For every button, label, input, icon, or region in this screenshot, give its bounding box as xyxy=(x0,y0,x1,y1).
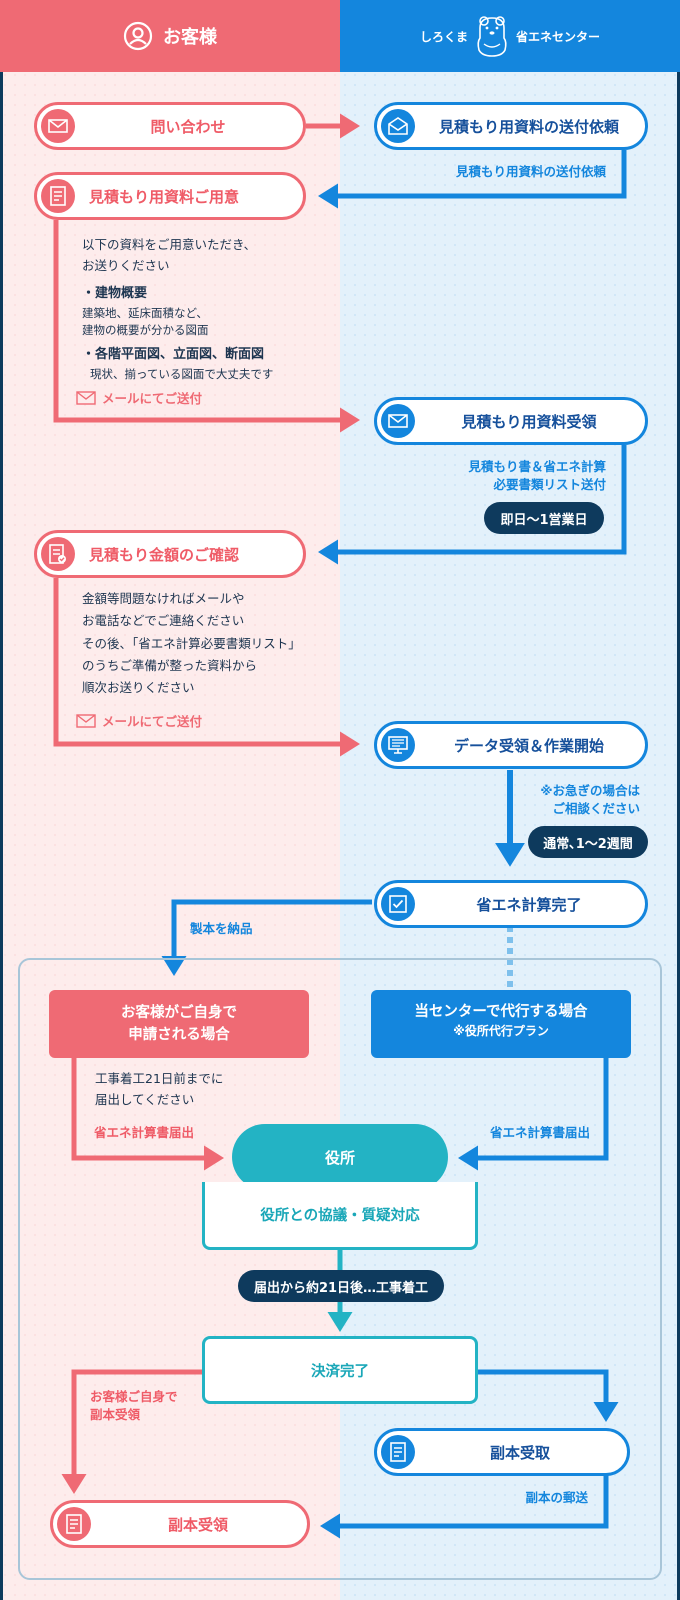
document-icon xyxy=(381,1435,415,1469)
self-apply-box: お客様がご自身で 申請される場合 xyxy=(49,990,309,1058)
self-apply-line2: 申請される場合 xyxy=(128,1026,230,1043)
prepare-intro-2: お送りください xyxy=(82,258,170,274)
open-mail-icon xyxy=(381,109,415,143)
center-apply-box: 当センターで代行する場合 ※役所代行プラン xyxy=(371,990,631,1058)
work-note: ※お急ぎの場合は ご相談ください xyxy=(500,782,640,818)
center-copy-arrow xyxy=(476,1369,619,1422)
office-node: 役所 xyxy=(232,1124,448,1190)
send-docs-arrow xyxy=(53,220,360,433)
center-submit-arrow xyxy=(458,1058,609,1171)
center-submit-label: 省エネ計算書届出 xyxy=(489,1125,590,1140)
quote-arrow xyxy=(318,445,627,565)
confirm-note-line2: お電話などでご連絡ください xyxy=(82,613,245,629)
receive-docs-step: 見積もり用資料受領 xyxy=(374,397,648,445)
prepare-item1-title: ・建物概要 xyxy=(82,285,148,301)
prepare-docs-note: 以下の資料をご用意いただき、 お送りください ・建物概要 建築地、延床面積など、… xyxy=(82,234,273,384)
self-apply-note2: 届出してください xyxy=(95,1092,195,1108)
right-border xyxy=(677,0,680,1600)
self-submit-label: 省エネ計算書届出 xyxy=(94,1125,195,1140)
center-apply-line1: 当センターで代行する場合 xyxy=(414,1004,588,1020)
calc-done-step: 省エネ計算完了 xyxy=(374,880,648,928)
receive-timing-badge: 即日〜1営業日 xyxy=(484,502,604,534)
mail-copy-label: 副本の郵送 xyxy=(525,1490,588,1505)
prepare-item1-line1: 建築地、延床面積など、 xyxy=(82,305,208,320)
confirm-price-step: 見積もり金額のご確認 xyxy=(34,530,306,578)
document-check-icon xyxy=(41,537,75,571)
self-copy-arrow xyxy=(61,1369,204,1494)
deliver-label: 製本を納品 xyxy=(190,921,253,936)
center-header-prefix: しろくま xyxy=(419,29,468,44)
prepare-docs-step: 見積もり用資料ご用意 xyxy=(34,172,306,220)
document-icon xyxy=(41,179,75,213)
left-border xyxy=(0,0,3,1600)
copy-received-center-step: 副本受取 xyxy=(374,1428,630,1476)
work-duration-badge: 通常､1〜2週間 xyxy=(528,826,648,858)
send-data-arrow xyxy=(53,578,360,757)
confirm-mail-label: メールにてご送付 xyxy=(102,714,203,729)
work-note-line1: ※お急ぎの場合は xyxy=(540,783,640,798)
self-apply-note: 工事着工21日前までに 届出してください xyxy=(95,1068,223,1111)
receive-note-line1: 見積もり書＆省エネ計算 xyxy=(468,459,606,474)
confirm-note-line3: その後、「省エネ計算必要書類リスト」 xyxy=(82,635,301,651)
confirm-note-line4: のうちご準備が整った資料から xyxy=(82,657,258,673)
inquiry-step: 問い合わせ xyxy=(34,102,306,150)
copy-received-customer-step: 副本受領 xyxy=(50,1500,310,1548)
request-docs-step: 見積もり用資料の送付依頼 xyxy=(374,102,648,150)
prepare-item1-line2: 建物の概要が分かる図面 xyxy=(82,323,209,338)
mail-outline-icon xyxy=(76,713,96,728)
self-submit-arrow xyxy=(71,1058,224,1171)
customer-header: お客様 xyxy=(0,0,340,72)
self-copy-note: お客様ご自身で 副本受領 xyxy=(90,1388,178,1424)
work-note-line2: ご相談ください xyxy=(552,801,640,817)
receive-docs-label: 見積もり用資料受領 xyxy=(461,412,597,431)
confirm-price-label: 見積もり金額のご確認 xyxy=(89,545,240,564)
confirm-note-line1: 金額等問題なければメールや xyxy=(82,591,245,606)
confirm-note-line5: 順次お送りください xyxy=(82,680,195,695)
prepare-mail-label: メールにてご送付 xyxy=(102,391,203,406)
prepare-item2-line1: 現状、揃っている図面で大丈夫です xyxy=(90,367,274,382)
receive-docs-note: 見積もり書＆省エネ計算 必要書類リスト送付 xyxy=(380,458,606,494)
center-header: しろくま 省エネセンター xyxy=(340,0,680,72)
calc-done-label: 省エネ計算完了 xyxy=(476,895,582,914)
receive-note-line2: 必要書類リスト送付 xyxy=(493,477,606,493)
prepare-mail-note: メールにてご送付 xyxy=(76,388,202,407)
data-start-label: データ受領＆作業開始 xyxy=(453,736,604,755)
mail-icon xyxy=(381,404,415,438)
prepare-docs-label: 見積もり用資料ご用意 xyxy=(89,187,240,206)
confirm-mail-note: メールにてご送付 xyxy=(76,711,202,730)
application-panel xyxy=(18,958,662,1580)
self-apply-note1: 工事着工21日前までに xyxy=(95,1071,224,1086)
checkbox-icon xyxy=(381,887,415,921)
office-discussion-box: 役所との協議・質疑対応 xyxy=(202,1182,478,1250)
customer-header-title: お客様 xyxy=(163,27,217,48)
computer-icon xyxy=(381,728,415,762)
mail-copy-arrow xyxy=(320,1474,609,1539)
copy-received-customer-label: 副本受領 xyxy=(167,1515,228,1534)
center-apply-line2: ※役所代行プラン xyxy=(453,1024,549,1039)
polar-bear-icon xyxy=(477,16,507,57)
request-docs-arrow xyxy=(318,150,627,209)
confirm-price-note: 金額等問題なければメールや お電話などでご連絡ください その後、「省エネ計算必要… xyxy=(82,588,301,699)
request-docs-note: 見積もり用資料の送付依頼 xyxy=(455,164,606,179)
self-copy-line2: 副本受領 xyxy=(90,1407,141,1423)
payment-done-box: 決済完了 xyxy=(202,1336,478,1404)
copy-received-center-label: 副本受取 xyxy=(489,1443,550,1462)
person-icon xyxy=(123,21,153,51)
prepare-item2-title: ・各階平面図、立面図、断面図 xyxy=(82,347,265,363)
center-header-title: 省エネセンター xyxy=(516,29,601,44)
self-copy-line1: お客様ご自身で xyxy=(90,1389,178,1404)
center-column xyxy=(340,0,680,1600)
deliver-arrow xyxy=(161,899,372,976)
document-icon xyxy=(57,1507,91,1541)
request-docs-label: 見積もり用資料の送付依頼 xyxy=(438,117,619,136)
mail-icon xyxy=(41,109,75,143)
construction-start-badge: 届出から約21日後…工事着工 xyxy=(238,1270,444,1302)
prepare-intro-1: 以下の資料をご用意いただき、 xyxy=(82,237,257,252)
inquiry-label: 問い合わせ xyxy=(150,117,226,136)
mail-outline-icon xyxy=(76,390,96,405)
data-start-step: データ受領＆作業開始 xyxy=(374,721,648,769)
self-apply-line1: お客様がご自身で xyxy=(121,1005,237,1021)
